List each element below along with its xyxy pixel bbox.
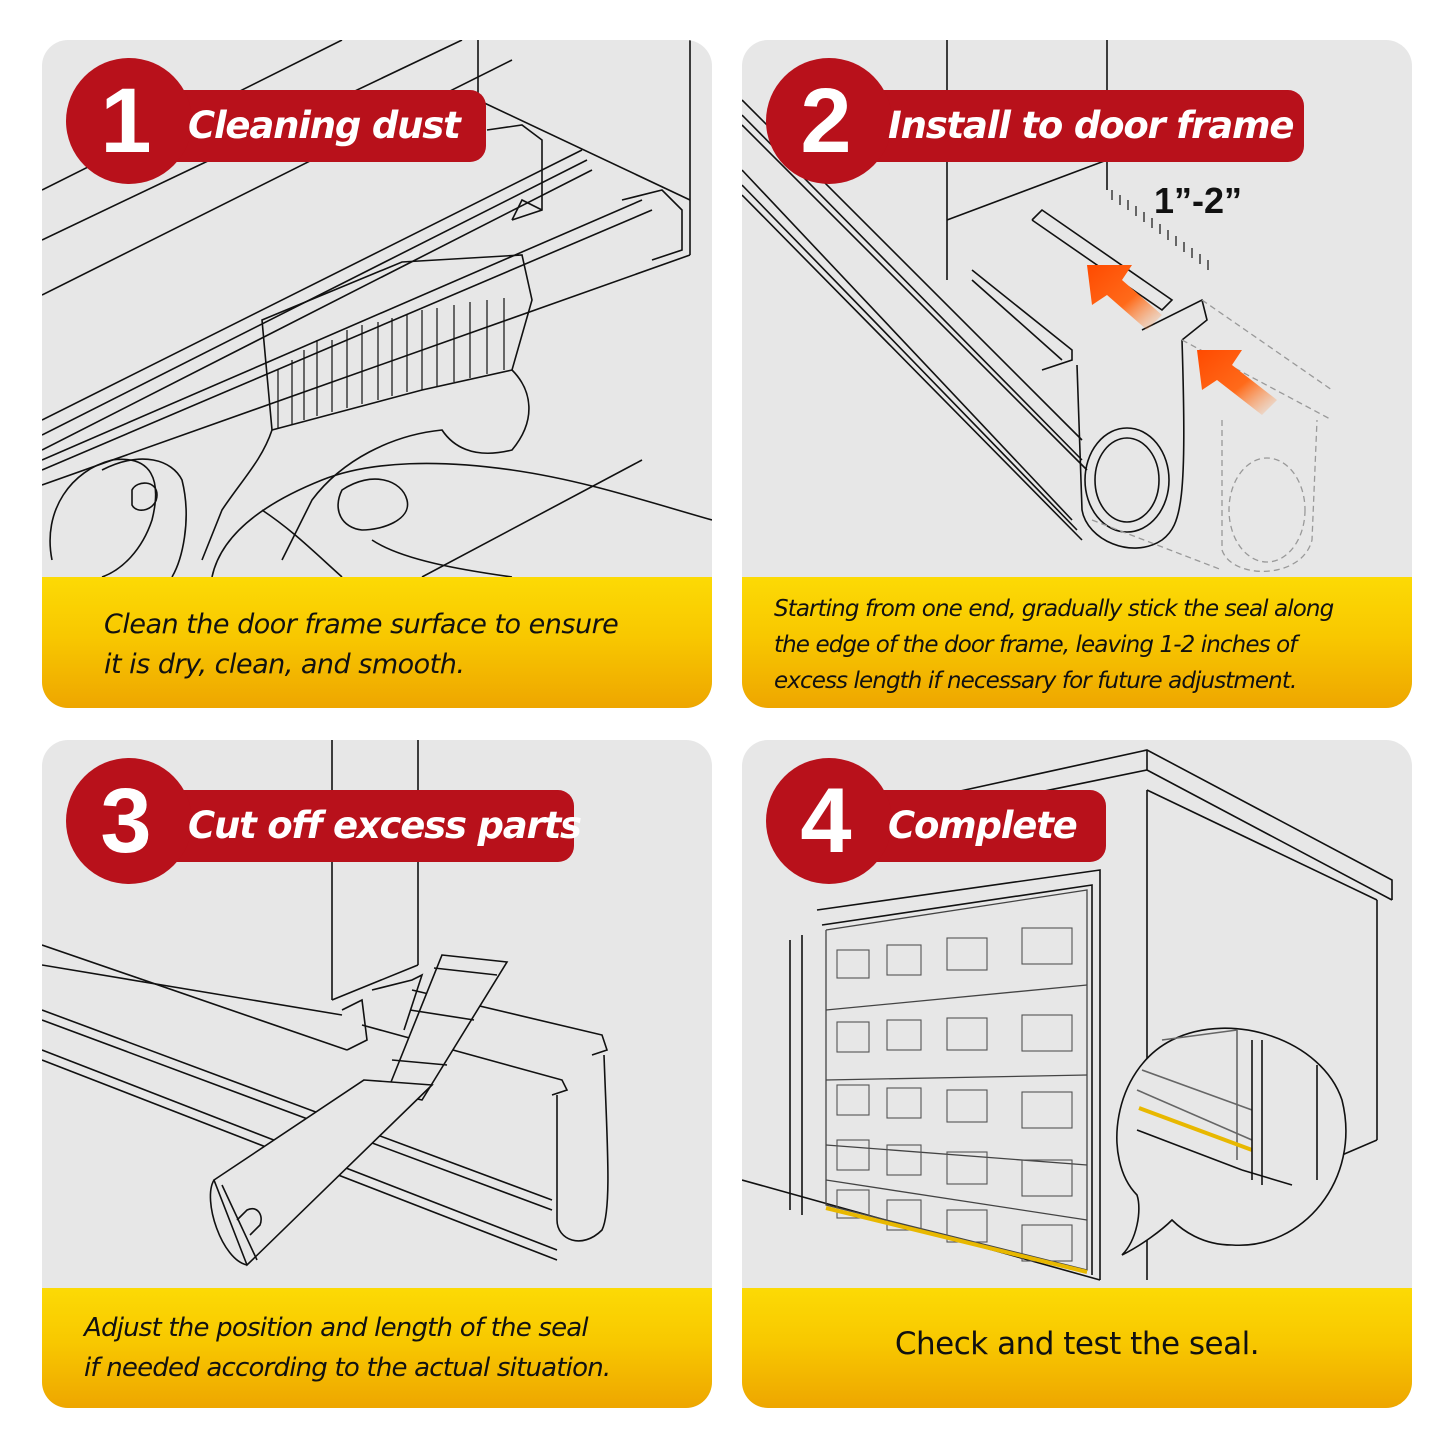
- caption-line: Clean the door frame surface to ensure: [104, 609, 619, 640]
- step-caption: Starting from one end, gradually stick t…: [774, 591, 1334, 699]
- caption-line: excess length if necessary for future ad…: [774, 668, 1297, 694]
- caption-line: Starting from one end, gradually stick t…: [774, 596, 1334, 622]
- step-number: 3: [100, 770, 152, 872]
- step-caption-band: Adjust the position and length of the se…: [42, 1288, 712, 1408]
- seal-install-illustration: [742, 40, 1333, 572]
- caption-line: if needed according to the actual situat…: [84, 1353, 611, 1383]
- step-caption-band: Clean the door frame surface to ensure i…: [42, 577, 712, 708]
- step-caption-band: Starting from one end, gradually stick t…: [742, 577, 1412, 708]
- dimension-label: 1”-2”: [1154, 180, 1243, 221]
- caption-line: it is dry, clean, and smooth.: [104, 649, 465, 680]
- step-number: 2: [800, 70, 852, 172]
- caption-line: the edge of the door frame, leaving 1-2 …: [774, 632, 1297, 658]
- step-number-circle: [66, 758, 192, 884]
- step-title-pill: [856, 90, 1304, 162]
- orange-arrow-icon: [1087, 265, 1162, 330]
- step-number-circle: [766, 58, 892, 184]
- step-title: Cleaning dust: [188, 104, 461, 147]
- step-card-3: 3 Cut off excess parts Adjust the positi…: [42, 740, 712, 1408]
- brush-cleaning-illustration: [42, 40, 712, 577]
- step-caption: Clean the door frame surface to ensure i…: [104, 605, 619, 685]
- step-number-circle: [66, 58, 192, 184]
- step-caption: Adjust the position and length of the se…: [84, 1308, 611, 1388]
- step-number: 4: [800, 770, 852, 872]
- step-title: Cut off excess parts: [188, 804, 582, 847]
- step-title-pill: [156, 790, 574, 862]
- orange-arrow-icon: [1197, 350, 1277, 415]
- caption-line: Adjust the position and length of the se…: [84, 1313, 589, 1343]
- step-card-1: 1 Cleaning dust Clean the door frame sur…: [42, 40, 712, 708]
- knife-cutting-illustration: [42, 740, 609, 1267]
- step-card-2: 1”-2” 2 Install to door frame Starting f…: [742, 40, 1412, 708]
- step-caption: Check and test the seal.: [894, 1326, 1260, 1362]
- step-title-pill: [856, 790, 1106, 862]
- step-title: Complete: [888, 804, 1078, 847]
- step-title-pill: [156, 90, 486, 162]
- step-title: Install to door frame: [888, 104, 1294, 147]
- step-number-circle: [766, 758, 892, 884]
- step-caption-band: Check and test the seal.: [742, 1288, 1412, 1408]
- step-number: 1: [100, 70, 152, 172]
- step-card-4: 4 Complete Check and test the seal.: [742, 740, 1412, 1408]
- installed-seal: [825, 1206, 1088, 1274]
